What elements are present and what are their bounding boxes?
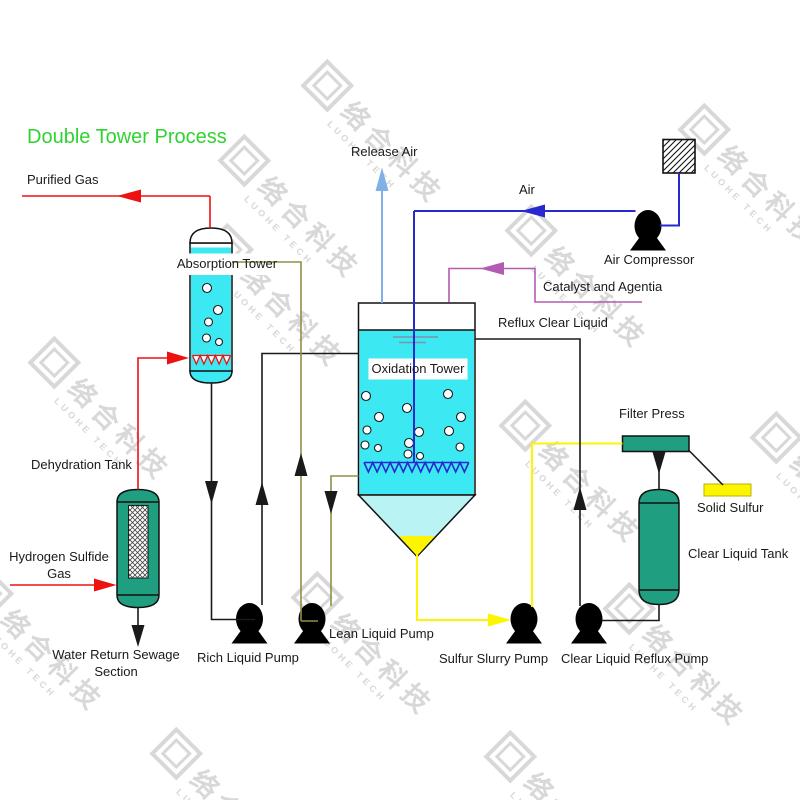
clear-liquid-reflux-pump-icon [571,603,607,644]
tank-to-reflux-pump-line [602,604,660,622]
rich-liquid-up-arrow [255,482,269,505]
rich-pump-to-oxidation-line [261,352,359,605]
filter-to-solid-sulfur-line [688,449,724,486]
label-solid-sulfur: Solid Sulfur [697,500,764,515]
air-intake-filter [662,138,696,174]
oxidation-tower-bubbles [360,388,467,461]
label-sulfur-slurry-pump: Sulfur Slurry Pump [439,651,549,666]
label-clear-liquid-reflux-pump: Clear Liquid Reflux Pump [561,651,709,666]
hydrogen-sulfide-arrow [94,578,117,592]
oxidation-to-lean-pump-line [330,475,359,606]
slurry-arrow [488,613,511,627]
sulfur-slurry-pump-icon [506,603,542,644]
page-title: Double Tower Process [27,126,227,148]
label-release-air: Release Air [351,144,418,159]
label-dehydration-tank: Dehydration Tank [31,457,132,472]
lean-liquid-down-arrow [324,491,338,514]
label-air-compressor: Air Compressor [604,252,695,267]
dehydration-tank [116,488,160,609]
label-rich-liquid-pump: Rich Liquid Pump [197,650,299,665]
label-clear-liquid-tank: Clear Liquid Tank [688,546,789,561]
cone-to-slurry-pump-line [416,554,492,621]
release-air-arrow [375,167,389,191]
label-reflux-clear-liquid: Reflux Clear Liquid [498,315,608,330]
oxidation-tower [356,302,477,558]
label-purified-gas: Purified Gas [27,172,99,187]
purified-gas-line [22,195,211,228]
label-air: Air [519,182,535,197]
clear-liquid-tank [638,488,680,606]
rich-liquid-pump-icon [231,603,268,644]
catalyst-arrow [480,262,504,275]
label-oxidation-tower: Oxidation Tower [371,361,465,376]
air-arrow [521,204,545,218]
air-sparger-sawtooth [363,460,470,474]
reflux-pump-to-oxidation-line [475,338,581,606]
slurry-pump-to-filter-line [531,442,623,607]
sulfur-slurry-cone-tip [399,536,435,556]
reflux-up-arrow [573,487,587,510]
purified-gas-arrow [117,189,141,203]
sewage-down-arrow [131,625,145,647]
oxidation-tower-cone [356,494,477,558]
air-compressor-icon [630,210,666,251]
lean-liquid-up-arrow [294,453,308,476]
label-catalyst-and-agentia: Catalyst and Agentia [543,279,663,294]
absorption-to-rich-pump-line [210,383,255,621]
label-filter-press: Filter Press [619,406,685,421]
liquid-level-mark [393,336,438,344]
label-absorption-tower: Absorption Tower [176,256,278,271]
absorption-tower-labelbox [163,253,291,275]
absorption-tower-bubbles [201,282,224,347]
absorption-inlet-arrow [167,351,189,365]
label-hydrogen-sulfide-gas: Hydrogen Sulfide Gas [9,549,109,581]
filter-press [621,435,690,453]
absorption-packing-sawtooth [191,353,232,366]
catalyst-line [448,267,642,303]
dehydration-to-absorption-line [137,357,168,490]
absorption-tower [189,227,233,384]
lean-liquid-pump-icon [294,603,330,644]
label-water-return-sewage-section: Water Return Sewage Section [52,647,180,679]
rich-liquid-down-arrow [205,481,218,504]
oxidation-tower-labelbox [368,358,468,380]
lean-pump-to-absorption-line [232,261,318,622]
solid-sulfur-box [703,483,752,497]
filter-to-tank-arrow [652,452,666,474]
label-lean-liquid-pump: Lean Liquid Pump [329,626,434,641]
